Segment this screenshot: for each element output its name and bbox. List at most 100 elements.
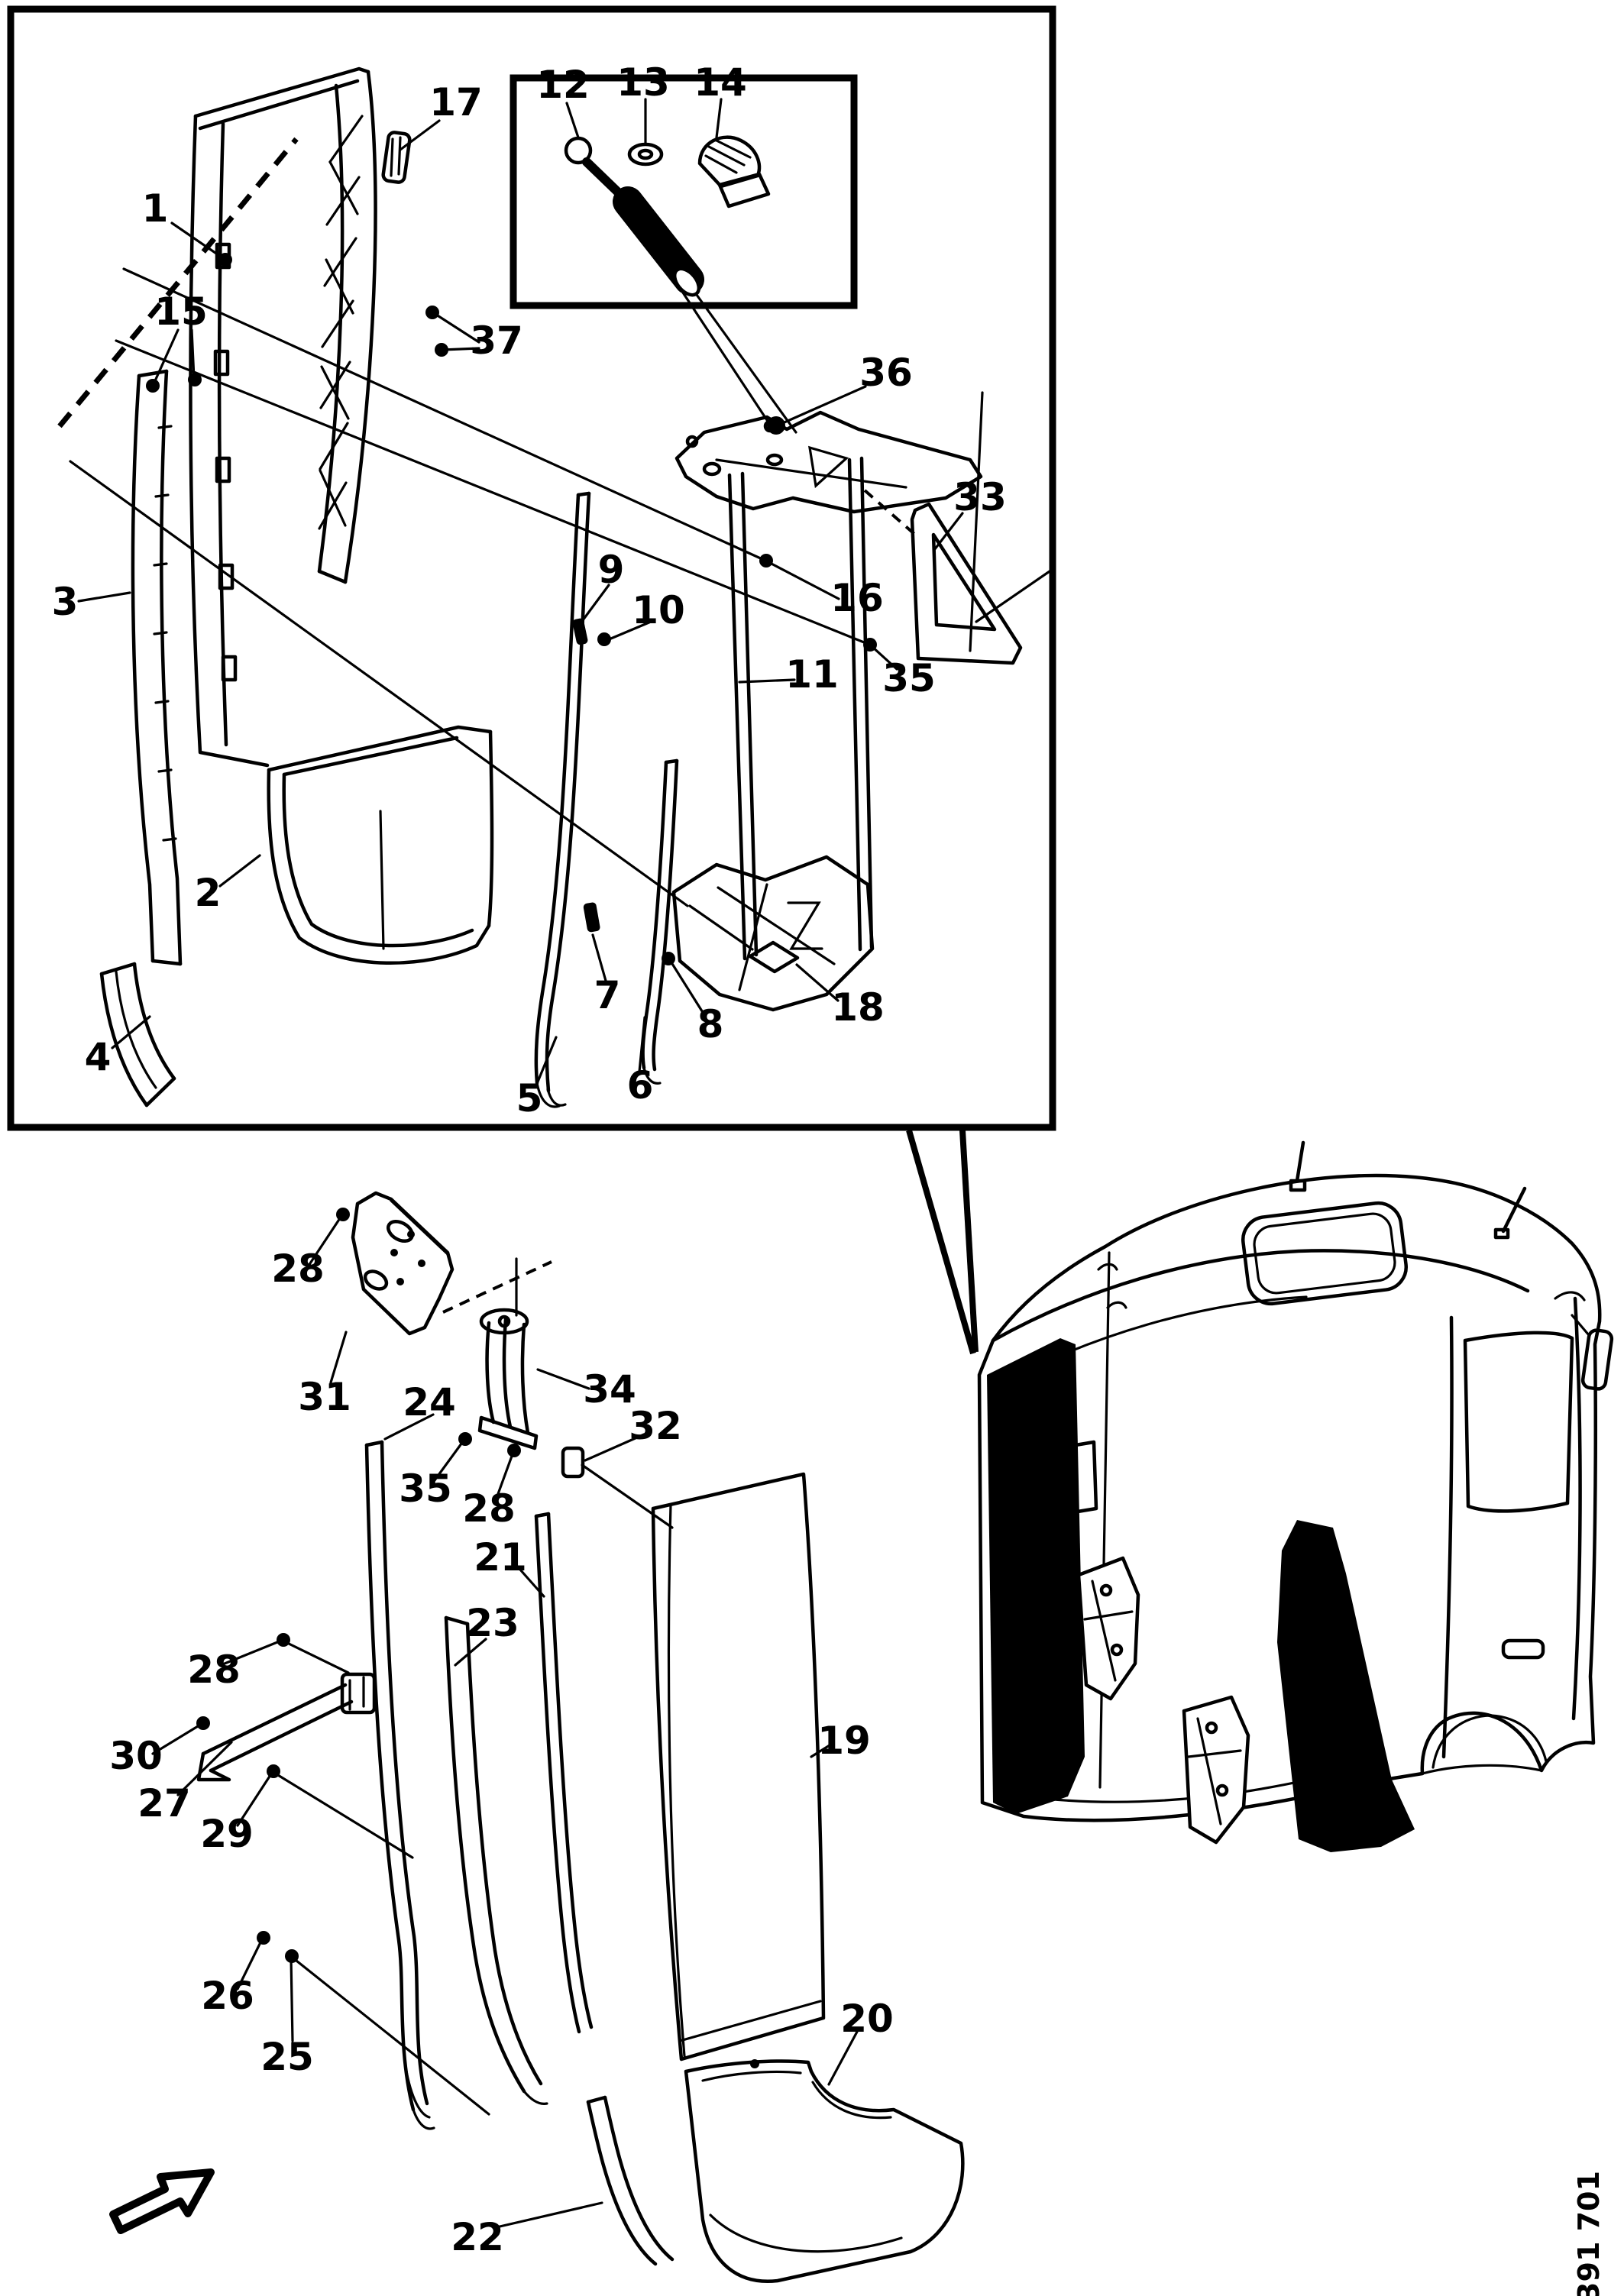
part-32-clip (561, 1446, 674, 1529)
callout-25-leader (290, 1957, 294, 2042)
callout-26-leader (236, 1938, 264, 1990)
part-31-bracket (351, 1191, 455, 1336)
callout-37: 37 (425, 306, 523, 363)
rear-hinge-bracket-upper (1076, 1556, 1140, 1701)
callout-28c: 28 (187, 1633, 290, 1692)
callout-27-label: 27 (137, 1781, 191, 1825)
callout-20-label: 20 (840, 1997, 894, 2041)
callout-30-leader (151, 1722, 203, 1755)
callout-22-label: 22 (451, 2215, 504, 2259)
callout-14-label: 14 (694, 60, 747, 105)
part-14-grommet (697, 135, 771, 209)
callout-9: 9 (579, 548, 625, 625)
callout-3-leader (77, 591, 131, 603)
callout-36-leader (778, 385, 867, 426)
callout-23: 23 (454, 1601, 519, 1667)
callout-24-leader (383, 1413, 435, 1441)
callout-25-fastener-dot (285, 1949, 299, 1963)
callout-8-fastener-dot (662, 952, 675, 965)
callout-10: 10 (597, 588, 685, 646)
callout-12-leader (565, 102, 580, 139)
callout-7-label: 7 (594, 973, 621, 1017)
callout-1-fastener-dot (218, 253, 232, 267)
part-27-arm-bracket (196, 1640, 414, 1859)
callout-6: 6 (627, 1016, 654, 1108)
callout-5-label: 5 (516, 1076, 543, 1121)
door-handle (1501, 1638, 1545, 1660)
callout-5-leader (535, 1036, 558, 1087)
callout-19: 19 (810, 1719, 871, 1763)
callout-17-label: 17 (429, 80, 483, 125)
callout-15-fastener-dot (146, 379, 160, 393)
callout-9-label: 9 (598, 548, 625, 592)
callout-8: 8 (662, 952, 723, 1046)
callout-18: 18 (795, 963, 885, 1030)
pointer-lines-to-cab (906, 1129, 979, 1355)
callout-26-fastener-dot (257, 1931, 270, 1945)
callout-16-leader (767, 561, 840, 600)
part-12-gas-strut (564, 136, 704, 297)
callout-17: 17 (399, 80, 483, 151)
part-2-corner-panel (267, 725, 494, 965)
callout-27: 27 (137, 1741, 233, 1825)
callout-7: 7 (591, 933, 621, 1017)
callout-28b-fastener-dot (507, 1444, 521, 1457)
callout-32-leader (584, 1433, 645, 1462)
callout-9-leader (579, 584, 610, 625)
callout-23-leader (454, 1638, 487, 1667)
callout-27-leader (176, 1741, 233, 1796)
callout-37-leader (432, 312, 480, 344)
callout-35a-fastener-dot (863, 638, 877, 652)
callout-4-label: 4 (85, 1035, 112, 1079)
callout-10-label: 10 (632, 588, 685, 632)
callout-4: 4 (85, 1015, 151, 1079)
callout-34: 34 (536, 1367, 636, 1412)
callout-2-leader (218, 854, 261, 888)
rear-wall-label (1014, 1440, 1098, 1524)
callout-5: 5 (516, 1036, 558, 1121)
callout-11-label: 11 (785, 652, 839, 697)
lattice-hatch (318, 115, 364, 530)
callout-20-leader (827, 2030, 859, 2086)
part-1-frame-panel (189, 66, 377, 768)
part-7-clip (583, 902, 600, 933)
callout-30-label: 30 (109, 1734, 163, 1778)
callout-3: 3 (52, 580, 131, 624)
callout-22-leader (495, 2201, 603, 2229)
callout-1-label: 1 (142, 186, 169, 231)
callout-34-label: 34 (583, 1367, 636, 1412)
callout-21-leader (513, 1561, 545, 1598)
callout-33-leader (933, 512, 964, 551)
callout-31-leader (329, 1331, 348, 1384)
callout-33: 33 (933, 475, 1007, 551)
callout-35a-leader (870, 645, 898, 671)
part-19-panel (651, 1472, 826, 2062)
callout-13-label: 13 (616, 60, 670, 105)
part-33-bracket (863, 391, 1023, 665)
callout-35a: 35 (863, 638, 936, 700)
callout-8-leader (668, 959, 705, 1015)
callout-28a-fastener-dot (336, 1208, 350, 1221)
callout-29-label: 29 (200, 1812, 254, 1856)
callout-6-label: 6 (627, 1063, 654, 1108)
truck-cab-illustration (977, 1140, 1614, 1852)
part-5-seal-strip (534, 491, 591, 1108)
callout-11-leader (738, 678, 796, 684)
part-20-panel (684, 2059, 965, 2283)
callout-32-label: 32 (629, 1404, 682, 1448)
part-23-strip (444, 1615, 548, 2105)
callout-15-fastener-dot (188, 373, 202, 386)
direction-arrow-icon (109, 2168, 215, 2234)
cab-front-right-black-panel (1277, 1520, 1415, 1852)
part-17-buffer (381, 131, 412, 184)
callout-28a-label: 28 (271, 1247, 325, 1291)
callout-35b-leader (433, 1439, 465, 1482)
roof-hatch (1241, 1201, 1408, 1306)
callout-12-label: 12 (536, 63, 590, 107)
callout-28b-label: 28 (462, 1486, 516, 1531)
callout-16-fastener-dot (759, 554, 773, 568)
callout-29-leader (236, 1771, 273, 1827)
callout-3-label: 3 (52, 580, 79, 624)
callout-26: 26 (201, 1931, 270, 2018)
